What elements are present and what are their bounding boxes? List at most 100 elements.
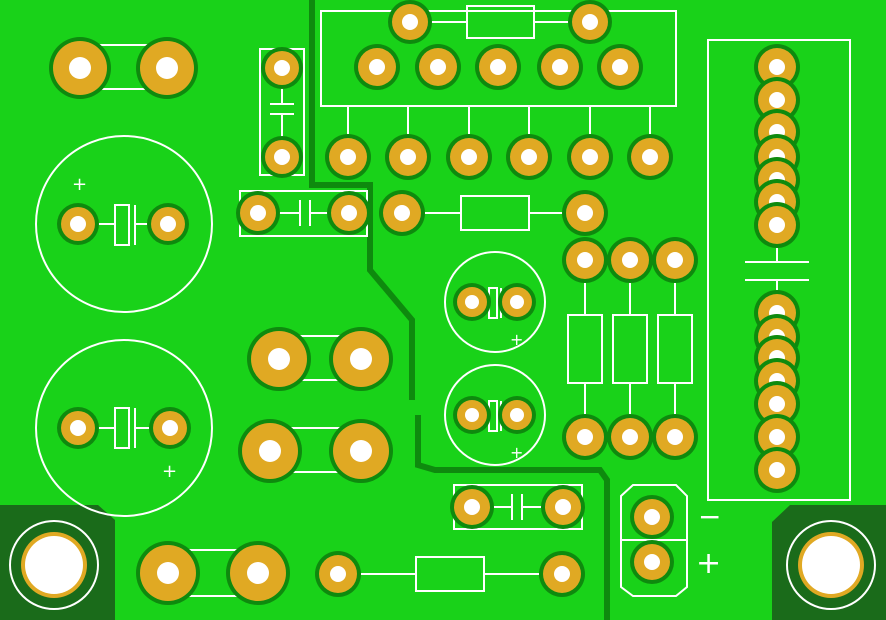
pad-drill (642, 149, 658, 165)
pad (415, 44, 461, 90)
pad-drill (582, 149, 598, 165)
pad-drill (340, 149, 356, 165)
pad-drill (464, 499, 480, 515)
pad-drill (769, 462, 785, 478)
pad-drill (769, 59, 785, 75)
pad-drill (622, 252, 638, 268)
pad (446, 134, 492, 180)
pad-drill (156, 57, 178, 79)
pad-drill (769, 92, 785, 108)
pad (754, 447, 800, 493)
pad-drill (160, 216, 176, 232)
mounting-hole-right (786, 520, 876, 610)
plus-mark-cap-1: + (72, 174, 87, 195)
isolation-channels (309, 0, 610, 620)
plus-mark-cap-3: + (510, 330, 523, 349)
pad (754, 77, 800, 123)
outline-cap-electrolytic-2 (35, 339, 213, 517)
pad (247, 327, 311, 391)
pad (627, 134, 673, 180)
pad (238, 419, 302, 483)
pad-drill (461, 149, 477, 165)
pad-drill (521, 149, 537, 165)
pad (506, 134, 552, 180)
pad-drill (555, 499, 571, 515)
pad-drill (667, 429, 683, 445)
pad-drill (70, 216, 86, 232)
pad-drill (577, 205, 593, 221)
pad-drill (330, 566, 346, 582)
pad (498, 396, 536, 434)
pad (562, 414, 608, 460)
pad (136, 541, 200, 605)
mounting-hole-left (9, 520, 99, 610)
pad (630, 495, 674, 539)
pad (325, 134, 371, 180)
pad (498, 283, 536, 321)
pad (136, 37, 198, 99)
pad-drill (400, 149, 416, 165)
pad-drill (582, 14, 598, 30)
pad-drill (350, 348, 372, 370)
pad (567, 134, 613, 180)
pad (329, 327, 393, 391)
pad-drill (394, 205, 410, 221)
pad-drill (268, 348, 290, 370)
outline-cap-electrolytic-1 (35, 135, 213, 313)
pad (597, 44, 643, 90)
outline-power-connector (620, 484, 688, 597)
pad (453, 396, 491, 434)
pad (379, 190, 425, 236)
plus-mark-cap-2: + (162, 461, 177, 482)
pad (261, 136, 303, 178)
pad (754, 44, 800, 90)
pad (57, 203, 99, 245)
pad-drill (247, 562, 269, 584)
pad (537, 44, 583, 90)
pads-layer (49, 0, 800, 605)
outline-cap-electrolytic-4 (444, 364, 546, 466)
pad (329, 419, 393, 483)
pad (475, 44, 521, 90)
pad-drill (157, 562, 179, 584)
pad-drill (769, 429, 785, 445)
pad-drill (350, 440, 372, 462)
pad (149, 407, 191, 449)
pad (315, 551, 361, 597)
outline-connector-block (320, 10, 677, 107)
pad (754, 381, 800, 427)
pad-drill (465, 295, 479, 309)
pad (562, 237, 608, 283)
pad-drill (490, 59, 506, 75)
pad-drill (274, 149, 290, 165)
pad-drill (250, 205, 266, 221)
pad (568, 0, 612, 44)
pad-drill (70, 420, 86, 436)
power-minus-label: − (698, 500, 721, 533)
pad (562, 190, 608, 236)
pad (354, 44, 400, 90)
pad (147, 203, 189, 245)
pad-drill (274, 60, 290, 76)
pad (630, 540, 674, 584)
plus-mark-cap-4: + (510, 443, 523, 462)
pad (453, 283, 491, 321)
pad (607, 237, 653, 283)
pad (539, 551, 585, 597)
outline-large-component-right (707, 39, 851, 501)
pad (236, 191, 280, 235)
pad (652, 237, 698, 283)
pad (450, 485, 494, 529)
isolation-channel-center (415, 415, 610, 620)
pad-drill (667, 252, 683, 268)
pad-drill (430, 59, 446, 75)
pad-drill (554, 566, 570, 582)
pad-drill (341, 205, 357, 221)
pad (261, 47, 303, 89)
pad (226, 541, 290, 605)
pad-drill (369, 59, 385, 75)
pad-drill (510, 408, 524, 422)
pad-drill (769, 396, 785, 412)
